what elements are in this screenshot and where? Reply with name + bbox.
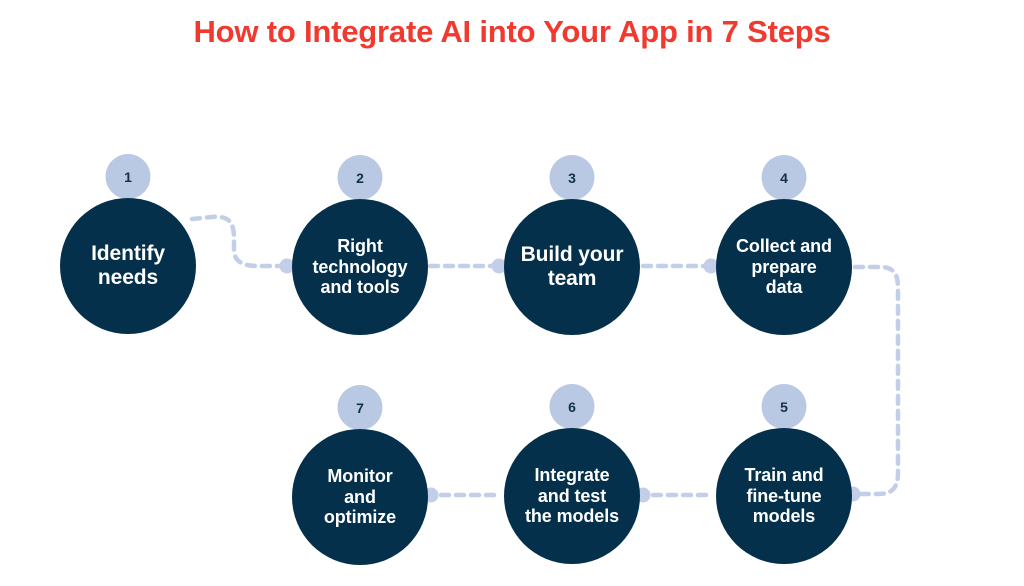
step-label-line: technology — [312, 256, 408, 277]
step-label-line: Build your — [520, 242, 624, 266]
step-badge-5: 5 — [761, 384, 807, 429]
step-number-3: 3 — [568, 169, 576, 186]
step-label-6: Integrate and test the models — [519, 465, 625, 528]
step-label-line: and — [344, 486, 376, 507]
step-badge-4: 4 — [761, 155, 807, 200]
step-label-1: Identify needs — [85, 242, 171, 291]
step-label-line: Right — [337, 235, 383, 256]
step-label-2: Right technology and tools — [306, 236, 413, 299]
step-label-line: optimize — [323, 507, 397, 528]
step-number-6: 6 — [568, 398, 576, 415]
step-circle-5[interactable]: Train and fine-tune models — [716, 428, 852, 564]
step-label-line: models — [752, 506, 816, 527]
step-circle-3[interactable]: Build your team — [504, 199, 640, 335]
step-label-line: Collect and — [736, 235, 832, 256]
step-node-5[interactable]: 5 Train and fine-tune models — [716, 384, 852, 564]
step-node-3[interactable]: 3 Build your team — [504, 155, 640, 335]
step-circle-1[interactable]: Identify needs — [60, 198, 196, 334]
step-badge-1: 1 — [105, 154, 151, 199]
step-label-line: needs — [97, 266, 159, 289]
step-badge-2: 2 — [337, 155, 383, 200]
step-number-5: 5 — [780, 398, 788, 415]
step-badge-3: 3 — [549, 155, 595, 200]
step-label-line: prepare — [751, 256, 817, 277]
step-label-line: the models — [524, 506, 620, 527]
step-label-line: Identify — [91, 241, 165, 265]
connector-1-to-2 — [189, 214, 289, 269]
step-label-line: and tools — [320, 277, 400, 298]
step-badge-7: 7 — [337, 385, 383, 430]
step-label-line: Monitor — [327, 465, 393, 486]
step-number-2: 2 — [356, 169, 364, 186]
step-label-3: Build your team — [515, 243, 630, 292]
step-node-7[interactable]: 7 Monitor and optimize — [292, 385, 428, 565]
step-label-line: data — [765, 277, 803, 298]
step-circle-4[interactable]: Collect and prepare data — [716, 199, 852, 335]
step-label-line: and test — [537, 485, 607, 506]
step-circle-2[interactable]: Right technology and tools — [292, 199, 428, 335]
connector-4-to-5 — [852, 264, 901, 497]
step-label-7: Monitor and optimize — [318, 466, 402, 529]
step-label-line: Integrate — [534, 464, 610, 485]
step-label-5: Train and fine-tune models — [738, 465, 829, 528]
step-label-line: fine-tune — [746, 485, 822, 506]
step-node-6[interactable]: 6 Integrate and test the models — [504, 384, 640, 564]
step-number-7: 7 — [356, 399, 364, 416]
step-circle-6[interactable]: Integrate and test the models — [504, 428, 640, 564]
step-number-1: 1 — [124, 168, 132, 185]
step-label-4: Collect and prepare data — [730, 236, 838, 299]
step-node-1[interactable]: 1 Identify needs — [60, 154, 196, 334]
step-label-line: Train and — [744, 464, 824, 485]
page-title: How to Integrate AI into Your App in 7 S… — [193, 14, 831, 49]
step-node-4[interactable]: 4 Collect and prepare data — [716, 155, 852, 335]
step-label-line: team — [547, 267, 597, 290]
step-number-4: 4 — [780, 169, 788, 186]
step-node-2[interactable]: 2 Right technology and tools — [292, 155, 428, 335]
step-circle-7[interactable]: Monitor and optimize — [292, 429, 428, 565]
step-badge-6: 6 — [549, 384, 595, 429]
